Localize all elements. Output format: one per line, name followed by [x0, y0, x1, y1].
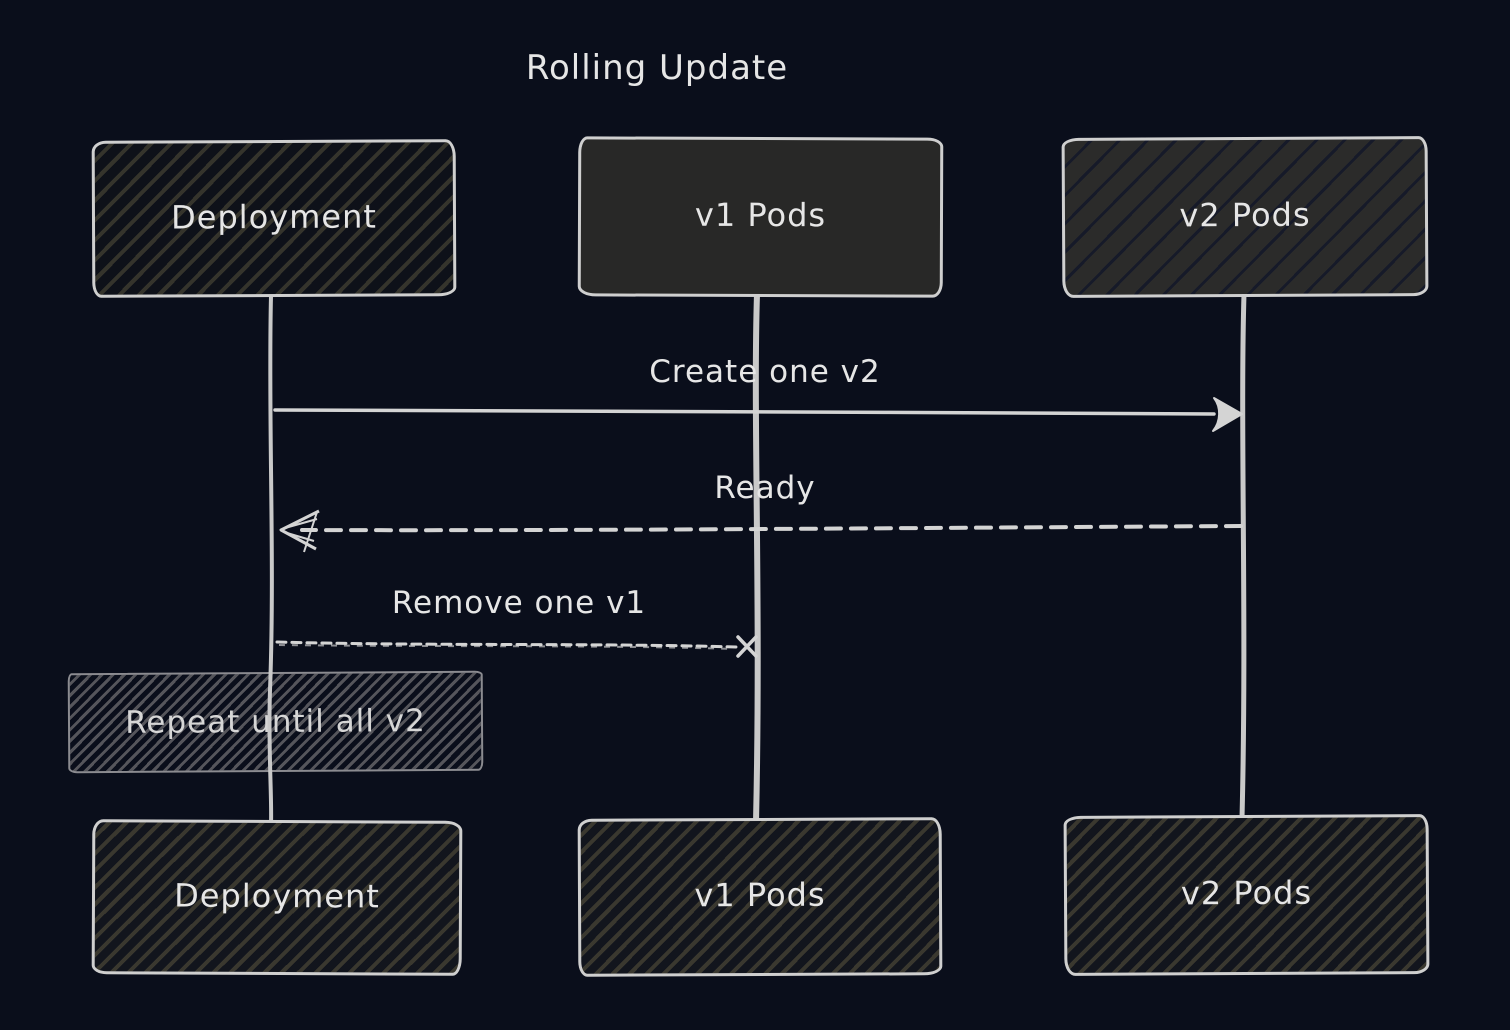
message-line-ready	[300, 524, 1243, 533]
diagram-title: Rolling Update	[525, 48, 789, 88]
open-arrowhead-icon	[279, 509, 320, 551]
lifeline-v2-pods	[1239, 291, 1247, 821]
message-label-create-one-v2: Create one v2	[649, 354, 881, 390]
actor-label-v1-pods-bottom: v1 Pods	[694, 875, 826, 915]
arrowhead-sketch-stroke	[1216, 401, 1240, 427]
message-label-remove-one-v1: Remove one v1	[391, 585, 647, 621]
actor-label-v1-pods-top: v1 Pods	[694, 195, 827, 235]
open-arrowhead-sketch-stroke	[284, 511, 318, 553]
message-line-remove-one-v1-sketch	[278, 644, 735, 650]
message-label-ready: Ready	[714, 470, 816, 506]
cross-arrowhead-icon	[736, 635, 758, 658]
actor-box-deployment-bottom: Deployment	[91, 819, 463, 976]
repeat-note-box: Repeat until all v2	[67, 670, 484, 774]
actor-label-v2-pods-top: v2 Pods	[1179, 195, 1311, 235]
actor-box-v1-pods-bottom: v1 Pods	[577, 817, 943, 977]
actor-label-v2-pods-bottom: v2 Pods	[1180, 873, 1313, 913]
actor-box-v2-pods-bottom: v2 Pods	[1063, 814, 1430, 976]
actor-label-deployment-top: Deployment	[171, 197, 377, 236]
actor-box-v1-pods-top: v1 Pods	[577, 136, 944, 298]
message-line-create-one-v2	[273, 408, 1216, 416]
filled-arrowhead-icon	[1212, 397, 1243, 432]
repeat-note-label: Repeat until all v2	[125, 703, 426, 741]
message-line-remove-one-v1	[275, 640, 738, 649]
actor-label-deployment-bottom: Deployment	[174, 876, 380, 915]
actor-box-deployment-top: Deployment	[91, 139, 457, 298]
actor-box-v2-pods-top: v2 Pods	[1061, 136, 1429, 298]
